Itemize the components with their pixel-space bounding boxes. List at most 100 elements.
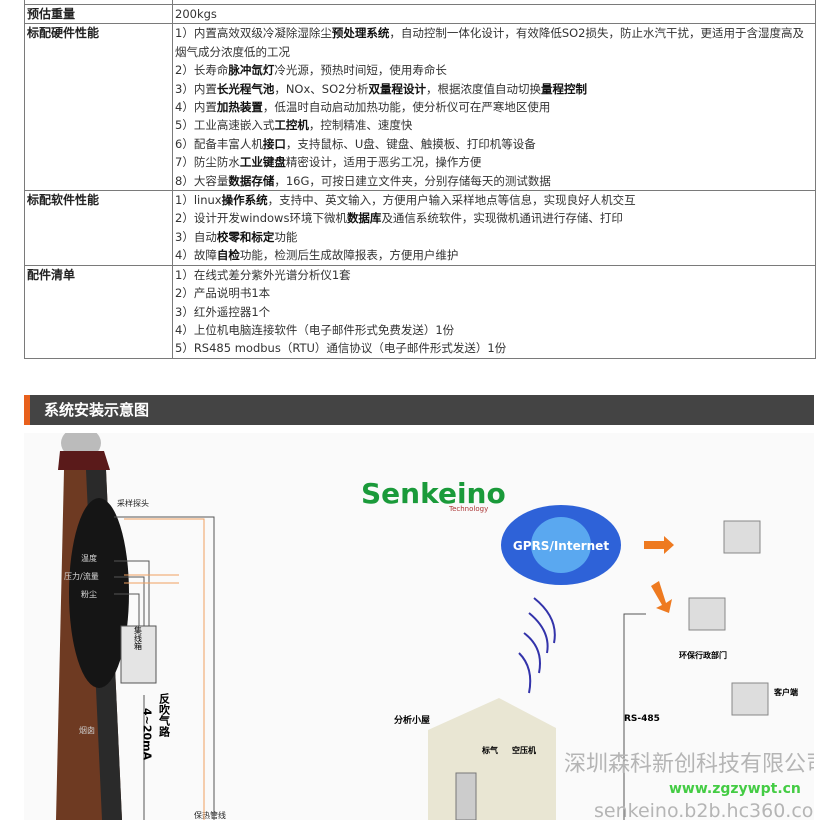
watermark: 深圳森科新创科技有限公司 www.zgzywpt.cn senkeino.b2b… bbox=[564, 752, 814, 820]
spec-text: 5）工业高速嵌入式 bbox=[175, 118, 275, 133]
spec-text: 3）红外遥控器1个 bbox=[175, 304, 271, 319]
spec-label: 标配硬件性能 bbox=[24, 23, 173, 192]
spec-text: 预处理系统 bbox=[331, 26, 390, 41]
spec-text: 接口 bbox=[262, 136, 286, 151]
spec-text: ，支持鼠标、U盘、键盘、触摸板、打印机等设备 bbox=[285, 136, 536, 151]
spec-item: 4）内置加热装置，低温时自动启动加热功能，使分析仪可在严寒地区使用 bbox=[175, 98, 813, 116]
blowback-label: 反吹气路 bbox=[158, 692, 172, 738]
spec-text: 双量程设计 bbox=[368, 81, 426, 96]
installation-diagram: 采样探头 温度 压力/流量 粉尘 烟囱 保热管线 集线箱 4~20mA 反吹气路… bbox=[24, 433, 814, 820]
watermark-company: 深圳森科新创科技有限公司 bbox=[564, 752, 814, 777]
spec-text: 3）内置 bbox=[175, 81, 217, 96]
spec-text: 精密设计，适用于恶劣工况，操作方便 bbox=[285, 155, 482, 170]
spec-item: 3）红外遥控器1个 bbox=[175, 303, 813, 321]
spec-item: 3）内置长光程气池，NOx、SO2分析双量程设计，根据浓度值自动切换量程控制 bbox=[175, 80, 813, 98]
spec-text: 自检 bbox=[216, 248, 240, 263]
spec-text: 200kgs bbox=[175, 7, 217, 21]
epa-label: 环保行政部门 bbox=[679, 650, 727, 660]
section-title: 系统安装示意图 bbox=[24, 395, 814, 425]
spec-item: 7）防尘防水工业键盘精密设计，适用于恶劣工况，操作方便 bbox=[175, 153, 813, 171]
spec-text: 工业键盘 bbox=[239, 155, 286, 170]
spec-text: ，NOx、SO2分析 bbox=[274, 81, 369, 96]
spec-text: 脉冲氙灯 bbox=[228, 63, 275, 78]
spec-text: 加热装置 bbox=[216, 100, 263, 115]
spec-text: 功能，检测后生成故障报表，方便用户维护 bbox=[239, 248, 459, 263]
client-label: 客户端 bbox=[773, 687, 798, 697]
spec-item: 2）长寿命脉冲氙灯冷光源，预热时间短，使用寿命长 bbox=[175, 61, 813, 79]
spec-text: 校零和标定 bbox=[216, 229, 275, 244]
spec-item: 1）linux操作系统，支持中、英文输入，方便用户输入采样地点等信息，实现良好人… bbox=[175, 191, 813, 209]
spec-value: 1）内置高效双级冷凝除湿除尘预处理系统，自动控制一体化设计，有效降低SO2损失，… bbox=[172, 23, 816, 192]
junction-label: 集线箱 bbox=[134, 625, 143, 651]
spec-item: 5）RS485 modbus（RTU）通信协议（电子邮件形式发送）1份 bbox=[175, 339, 813, 357]
spec-text: 4）上位机电脑连接软件（电子邮件形式免费发送）1份 bbox=[175, 322, 455, 337]
pressure-label: 压力/流量 bbox=[64, 571, 99, 581]
spec-text: 数据存储 bbox=[228, 173, 275, 188]
spec-text: 1）内置高效双级冷凝除湿除尘 bbox=[175, 26, 332, 41]
spec-text: 5）RS485 modbus（RTU）通信协议（电子邮件形式发送）1份 bbox=[175, 341, 507, 356]
spec-text: 量程控制 bbox=[540, 81, 587, 96]
dust-label: 粉尘 bbox=[81, 589, 97, 599]
spec-text: 2）产品说明书1本 bbox=[175, 286, 271, 301]
spec-text: 长光程气池 bbox=[216, 81, 275, 96]
spec-item: 4）上位机电脑连接软件（电子邮件形式免费发送）1份 bbox=[175, 321, 813, 339]
spec-text: 冷光源，预热时间短，使用寿命长 bbox=[274, 63, 447, 78]
spec-item: 200kgs bbox=[175, 5, 813, 23]
spec-text: ，16G，可按日建立文件夹，分别存储每天的测试数据 bbox=[274, 173, 551, 188]
spec-text: 4）故障 bbox=[175, 248, 217, 263]
computer-icon bbox=[688, 597, 726, 631]
spec-text: ，支持中、英文输入，方便用户输入采样地点等信息，实现良好人机交互 bbox=[267, 193, 636, 208]
spec-value: 1）linux操作系统，支持中、英文输入，方便用户输入采样地点等信息，实现良好人… bbox=[172, 190, 816, 266]
spec-item: 6）配备丰富人机接口，支持鼠标、U盘、键盘、触摸板、打印机等设备 bbox=[175, 135, 813, 153]
spec-text: 6）配备丰富人机 bbox=[175, 136, 263, 151]
heat-line-label: 保热管线 bbox=[194, 810, 226, 820]
watermark-site: senkeino.b2b.hc360.com bbox=[594, 800, 814, 820]
spec-label: 预估重量 bbox=[24, 3, 173, 25]
brand-sub: Technology bbox=[448, 505, 488, 513]
spec-text: 3）自动 bbox=[175, 229, 217, 244]
spec-text: 2）长寿命 bbox=[175, 63, 229, 78]
spec-text: 4）内置 bbox=[175, 100, 217, 115]
spec-label: 配件清单 bbox=[24, 264, 173, 359]
spec-item: 5）工业高速嵌入式工控机，控制精准、速度快 bbox=[175, 116, 813, 134]
analyzer-cabinet bbox=[455, 772, 477, 820]
brand-logo: Senkeino bbox=[361, 477, 506, 510]
spec-item: 2）产品说明书1本 bbox=[175, 284, 813, 302]
spec-text: 1）linux bbox=[175, 193, 222, 208]
spec-text: 工控机 bbox=[274, 118, 309, 133]
spec-text: 功能 bbox=[274, 229, 298, 244]
cloud-label: GPRS/Internet bbox=[513, 539, 609, 553]
probe-label: 采样探头 bbox=[117, 498, 149, 508]
temp-label: 温度 bbox=[81, 553, 97, 563]
spec-text: 数据库 bbox=[346, 211, 382, 226]
spec-item: 8）大容量数据存储，16G，可按日建立文件夹，分别存储每天的测试数据 bbox=[175, 172, 813, 190]
spec-text: 及通信系统软件，实现微机通讯进行存储、打印 bbox=[381, 211, 623, 226]
spec-text: 1）在线式差分紫外光谱分析仪1套 bbox=[175, 267, 351, 282]
rs485-label: RS-485 bbox=[624, 714, 660, 724]
spec-text: ，根据浓度值自动切换 bbox=[425, 81, 541, 96]
spec-item: 1）在线式差分紫外光谱分析仪1套 bbox=[175, 266, 813, 284]
shelter-label: 分析小屋 bbox=[394, 714, 430, 726]
spec-text: ，自动控制一体化设计，有效降低SO2损失，防止水汽干扰，更适用于含湿度高及烟气成… bbox=[175, 26, 804, 59]
spec-value: 1）在线式差分紫外光谱分析仪1套 2）产品说明书1本 3）红外遥控器1个 4）上位机电… bbox=[172, 264, 816, 359]
signal-label: 4~20mA bbox=[141, 708, 154, 761]
spec-label: 标配软件性能 bbox=[24, 190, 173, 266]
spec-item: 1）内置高效双级冷凝除湿除尘预处理系统，自动控制一体化设计，有效降低SO2损失，… bbox=[175, 24, 813, 61]
std-gas-label: 标气 bbox=[481, 745, 498, 755]
spec-item: 3）自动校零和标定功能 bbox=[175, 228, 813, 246]
spec-item: 2）设计开发windows环境下微机数据库及通信系统软件，实现微机通讯进行存储、… bbox=[175, 209, 813, 227]
spec-item: 4）故障自检功能，检测后生成故障报表，方便用户维护 bbox=[175, 246, 813, 264]
computer-icon bbox=[731, 682, 769, 716]
compressor-label: 空压机 bbox=[512, 745, 536, 755]
spec-text: ，控制精准、速度快 bbox=[308, 118, 413, 133]
spec-text: 2）设计开发windows环境下微机 bbox=[175, 211, 347, 226]
spec-text: 8）大容量 bbox=[175, 173, 229, 188]
watermark-url: www.zgzywpt.cn bbox=[669, 781, 801, 797]
spec-value: 200kgs bbox=[172, 3, 816, 25]
arrow-icon bbox=[651, 581, 672, 613]
